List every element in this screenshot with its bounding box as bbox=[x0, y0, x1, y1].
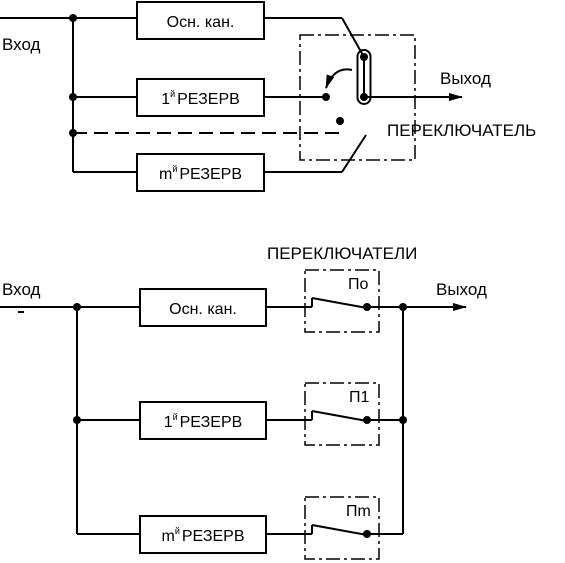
top-reserve-m-out-wire bbox=[341, 134, 367, 173]
bottom-main-channel-label: Осн. кан. bbox=[169, 301, 237, 318]
bottom-main-channel-box bbox=[139, 288, 267, 327]
bottom-switch-1-label: П1 bbox=[349, 389, 370, 406]
bottom-switch-0-label: По bbox=[348, 276, 369, 293]
top-switch-contact bbox=[336, 117, 344, 125]
bottom-switch-m-enclosure bbox=[304, 496, 380, 560]
bottom-switches-label: ПЕРЕКЛЮЧАТЕЛИ bbox=[267, 244, 417, 263]
bottom-switch-0: По bbox=[304, 269, 380, 333]
top-main-channel-label: Осн. кан. bbox=[167, 14, 235, 31]
top-switch-arrow bbox=[325, 68, 353, 89]
bottom-switch-0-blade bbox=[311, 297, 368, 309]
bottom-junction bbox=[73, 303, 81, 311]
top-input-label: Вход bbox=[2, 35, 41, 54]
top-switch-contact bbox=[360, 53, 368, 61]
top-reserve-1-box bbox=[136, 78, 265, 117]
bottom-switch-m-label: Пm bbox=[346, 503, 371, 520]
top-junction bbox=[69, 14, 77, 22]
bottom-switch-1-blade bbox=[311, 410, 368, 422]
bottom-switch-0-enclosure bbox=[304, 269, 380, 333]
bottom-junction bbox=[399, 416, 407, 424]
bottom-output-label: Выход bbox=[436, 280, 487, 299]
bottom-switch-m-blade bbox=[311, 524, 368, 536]
bottom-switch-1: П1 bbox=[304, 382, 380, 446]
top-switch-contact bbox=[322, 93, 330, 101]
bottom-input-label: Вход bbox=[2, 280, 41, 299]
top-switch-selector bbox=[356, 49, 372, 105]
bottom-switch-m: Пm bbox=[304, 496, 380, 560]
bottom-switch-1-enclosure bbox=[304, 382, 380, 446]
top-output-label: Выход bbox=[440, 69, 491, 88]
top-switch-label: ПЕРЕКЛЮЧАТЕЛЬ bbox=[387, 121, 536, 140]
top-main-channel-box bbox=[136, 1, 265, 40]
